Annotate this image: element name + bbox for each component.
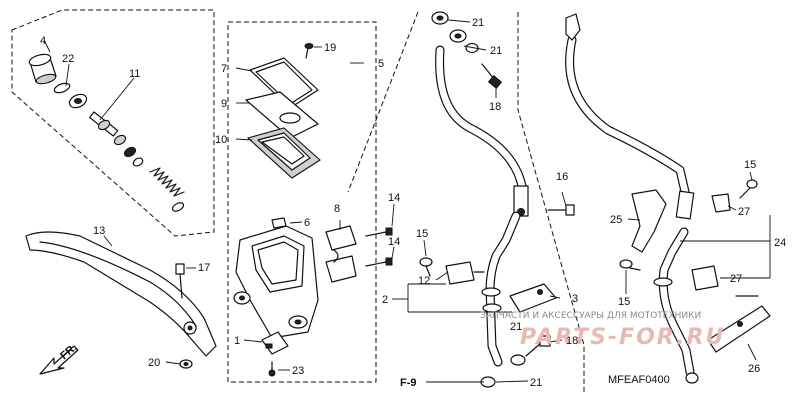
callout-21d: 21 xyxy=(530,377,542,389)
callout-25: 25 xyxy=(610,214,622,226)
circlip xyxy=(53,82,71,94)
callout-7: 7 xyxy=(221,63,227,75)
bolt-15-right-bottom xyxy=(619,259,641,271)
callout-10: 10 xyxy=(215,134,227,146)
callout-13: 13 xyxy=(93,225,105,237)
group-frame-hose-section xyxy=(517,12,585,392)
brake-hose-lower xyxy=(481,211,521,367)
callout-9: 9 xyxy=(221,98,227,110)
bolt-15-left xyxy=(419,257,433,277)
bolt-15-right-top xyxy=(739,179,758,199)
piston-assembly xyxy=(89,111,144,167)
callout-2: 2 xyxy=(382,294,388,306)
hose-guide-25 xyxy=(631,189,667,253)
pivot-bolt xyxy=(175,263,185,299)
callout-15c: 15 xyxy=(618,296,630,308)
callout-20: 20 xyxy=(148,357,160,369)
callout-18a: 18 xyxy=(489,101,501,113)
brake-lever xyxy=(25,231,217,357)
brake-hose-right-lower xyxy=(653,227,699,384)
callout-17: 17 xyxy=(198,262,210,274)
banjo-bolt-upper xyxy=(481,63,503,89)
group-frame-master-cylinder-internals xyxy=(11,9,215,237)
callout-11: 11 xyxy=(129,68,140,80)
hose-clamp xyxy=(509,283,557,313)
callout-15b: 15 xyxy=(744,159,756,171)
pivot-nut xyxy=(179,359,193,369)
callout-21b: 21 xyxy=(490,45,502,57)
brake-hose-upper xyxy=(435,45,529,217)
three-way-joint xyxy=(691,265,719,291)
piston-washer xyxy=(68,93,88,109)
cap-screw xyxy=(304,43,314,59)
callout-21c: 21 xyxy=(510,321,522,333)
callout-24: 24 xyxy=(774,237,786,249)
callout-21a: 21 xyxy=(472,17,484,29)
callout-3: 3 xyxy=(572,293,578,305)
group-frame-master-cylinder xyxy=(227,21,377,383)
callout-6: 6 xyxy=(304,217,310,229)
callout-19: 19 xyxy=(324,42,336,54)
brake-switch xyxy=(261,331,289,355)
callout-4: 4 xyxy=(40,35,46,47)
callout-8: 8 xyxy=(334,203,340,215)
watermark-text: ЗАПЧАСТИ И АКСЕССУАРЫ ДЛЯ МОТОТЕХНИКИ xyxy=(480,311,701,321)
holder-bolts xyxy=(365,227,393,267)
switch-screw xyxy=(268,361,276,377)
group-divider-line xyxy=(347,11,419,193)
clip-27-upper xyxy=(711,193,731,213)
diagram-code: MFEAF0400 xyxy=(608,374,670,386)
callout-15a: 15 xyxy=(416,228,428,240)
holder-clip xyxy=(271,217,287,229)
callout-12: 12 xyxy=(418,275,430,287)
callout-26: 26 xyxy=(748,363,760,375)
callout-18b: 18 xyxy=(566,335,578,347)
sealing-washers xyxy=(431,11,526,388)
section-reference: F-9 xyxy=(400,377,417,389)
callout-14a: 14 xyxy=(388,192,400,204)
master-cylinder-body xyxy=(233,225,319,339)
callout-16: 16 xyxy=(556,171,568,183)
callout-14b: 14 xyxy=(388,236,400,248)
front-direction-arrow-icon xyxy=(39,345,79,375)
handlebar-holder xyxy=(325,225,357,283)
piston-spring xyxy=(149,167,185,212)
hose-joint xyxy=(445,261,485,285)
callout-5: 5 xyxy=(378,58,384,70)
hose-guide-26 xyxy=(707,295,771,353)
callout-22: 22 xyxy=(62,53,74,65)
bolt-16 xyxy=(547,204,575,216)
callout-1: 1 xyxy=(234,335,240,347)
reservoir-diaphragm xyxy=(246,127,321,179)
banjo-bolt-lower xyxy=(525,335,551,357)
callout-27a: 27 xyxy=(738,206,750,218)
diaphragm-plate xyxy=(245,91,319,139)
callout-27b: 27 xyxy=(730,273,742,285)
piston-boot xyxy=(28,53,57,85)
brake-hose-right xyxy=(565,13,695,220)
watermark-logo: PARTS-FOR.RU xyxy=(520,325,725,350)
callout-23: 23 xyxy=(292,365,304,377)
